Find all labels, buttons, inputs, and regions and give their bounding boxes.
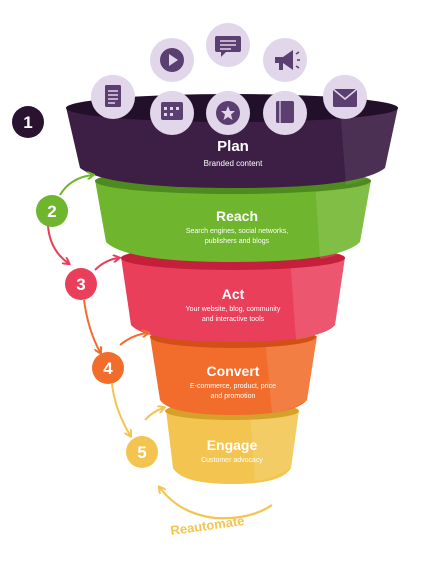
stage-desc-plan: Branded content <box>204 159 263 168</box>
arrow-2-to-3 <box>47 225 68 263</box>
stage-desc-convert-1: E-commerce, product, price <box>190 383 276 390</box>
svg-text:1: 1 <box>23 113 32 132</box>
stage-title-convert: Convert <box>207 363 260 379</box>
stage-desc-reach-1: Search engines, social networks, <box>186 228 288 235</box>
step-badge-2: 2 <box>36 195 68 227</box>
svg-text:3: 3 <box>76 275 85 294</box>
chat-message-icon <box>206 23 250 67</box>
icon-group-front <box>91 75 367 135</box>
stage-title-engage: Engage <box>207 437 258 453</box>
megaphone-icon <box>263 38 307 82</box>
stage-desc-act-2: and interactive tools <box>202 316 265 323</box>
stage-title-plan: Plan <box>217 138 249 155</box>
notebook-icon <box>263 91 307 135</box>
reautomate-arrow <box>160 488 273 520</box>
arrow-1-to-2 <box>59 175 92 196</box>
svg-text:4: 4 <box>103 359 113 378</box>
arrow-3-to-act <box>94 258 118 271</box>
step-badge-1: 1 <box>12 106 44 138</box>
stage-desc-act-1: Your website, blog, community <box>186 306 281 313</box>
document-icon <box>91 75 135 119</box>
star-badge-icon <box>206 91 250 135</box>
svg-text:5: 5 <box>137 443 146 462</box>
stage-desc-reach-2: publishers and blogs <box>205 238 270 245</box>
calendar-icon <box>150 91 194 135</box>
stage-desc-engage: Customer advocacy <box>201 457 263 464</box>
arrow-4-to-5 <box>111 383 130 435</box>
step-badge-5: 5 <box>126 436 158 468</box>
stage-desc-convert-2: and promotion <box>211 393 256 400</box>
arrow-5-to-engage <box>144 408 163 421</box>
play-icon <box>150 38 194 82</box>
stage-title-reach: Reach <box>216 208 258 224</box>
step-badge-3: 3 <box>65 268 97 300</box>
svg-text:2: 2 <box>47 202 56 221</box>
stage-title-act: Act <box>222 286 245 302</box>
arrow-3-to-4 <box>83 299 100 352</box>
email-icon <box>323 75 367 119</box>
arrow-4-to-convert <box>119 333 147 346</box>
step-badge-4: 4 <box>92 352 124 384</box>
